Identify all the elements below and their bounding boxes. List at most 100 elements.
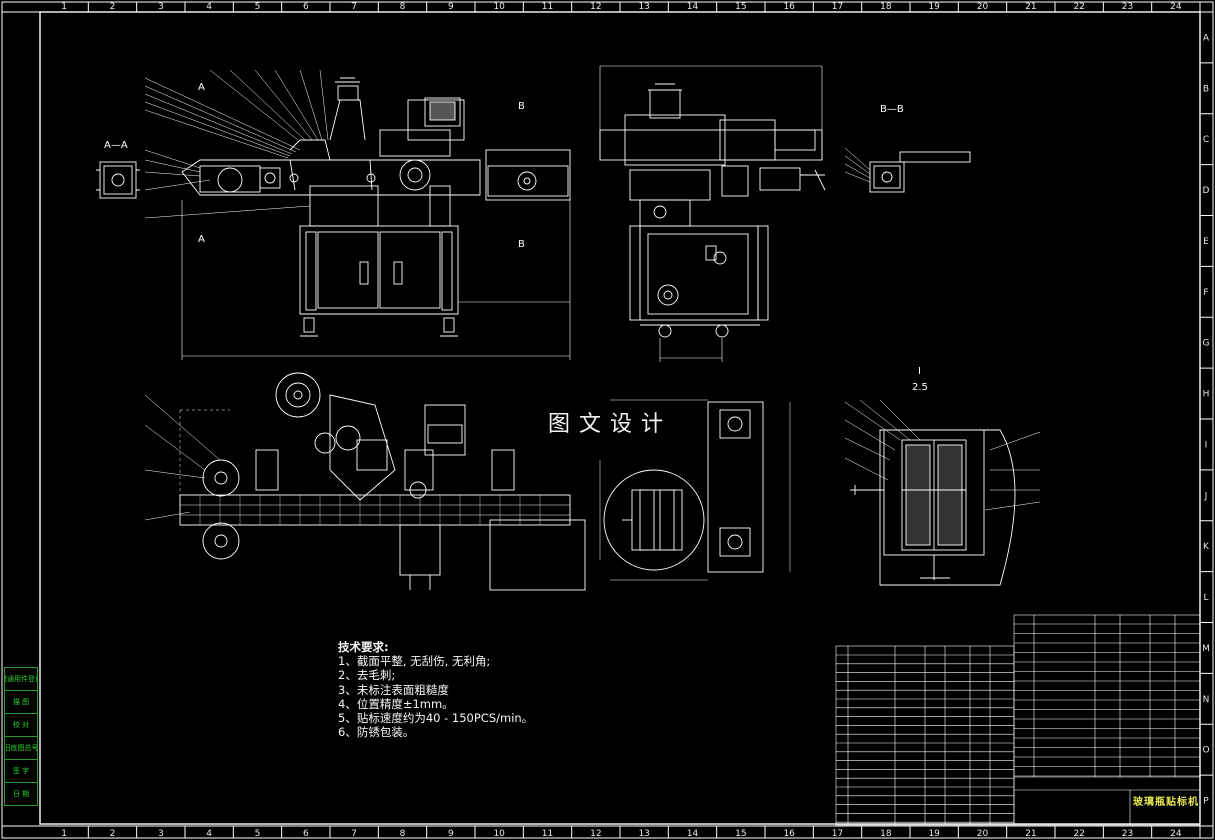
ruler-column-label: 13 (638, 829, 649, 839)
technical-requirements: 技术要求: 1、截面平整, 无刮伤, 无利角; 2、去毛刺; 3、未标注表面粗糙… (338, 640, 533, 739)
ruler-column-label: 13 (638, 2, 649, 12)
ruler-column-label: 2 (110, 2, 116, 12)
detail-label: Ⅰ (918, 366, 921, 377)
detail-view (844, 399, 1041, 586)
ruler-column-label: 8 (400, 2, 406, 12)
ruler-row-label: F (1203, 288, 1208, 298)
ruler-column-label: 19 (928, 829, 940, 839)
ruler-row-label: K (1203, 542, 1210, 552)
section-mark-b-bottom: B (518, 239, 525, 250)
side-cell: 借通用件登记 (4, 667, 38, 691)
ruler-column-label: 3 (158, 829, 164, 839)
tech-req-item: 6、防锈包装。 (338, 725, 415, 740)
ruler-column-label: 1 (61, 829, 67, 839)
ruler-column-label: 12 (590, 829, 601, 839)
ruler-column-label: 15 (735, 2, 746, 12)
ruler-row-label: C (1203, 135, 1209, 145)
ruler-row-label: B (1203, 84, 1209, 94)
ruler-column-label: 8 (400, 829, 406, 839)
ruler-column-label: 10 (493, 829, 505, 839)
ruler-column-label: 16 (783, 829, 795, 839)
plan-view (144, 372, 586, 591)
ruler-column-label: 21 (1025, 829, 1036, 839)
ruler-column-label: 11 (542, 2, 553, 12)
side-cell: 校 对 (4, 713, 38, 737)
ruler-column-label: 20 (977, 829, 989, 839)
section-mark-b-top: B (518, 101, 525, 112)
section-label-aa: A—A (104, 140, 128, 151)
section-aa-view (96, 161, 140, 199)
ruler-column-label: 10 (493, 2, 505, 12)
front-view (144, 69, 571, 360)
tech-req-item: 3、未标注表面粗糙度 (338, 682, 449, 697)
ruler-row-label: L (1203, 593, 1208, 603)
side-cell: 旧底图总号 (4, 736, 38, 760)
ruler-column-label: 15 (735, 829, 746, 839)
side-view (599, 65, 826, 362)
tech-req-title: 技术要求: (338, 640, 389, 654)
ruler-row-label: N (1203, 695, 1210, 705)
section-mark-a-top: A (198, 82, 205, 93)
ruler-row-label: M (1202, 644, 1210, 654)
ruler-column-label: 4 (206, 2, 212, 12)
ruler-column-label: 17 (832, 829, 843, 839)
ruler-column-label: 12 (590, 2, 601, 12)
section-label-bb: B—B (880, 104, 904, 115)
ruler-column-label: 24 (1170, 2, 1182, 12)
watermark-text: 图文设计 (548, 412, 673, 437)
ruler-column-label: 17 (832, 2, 843, 12)
ruler-column-label: 3 (158, 2, 164, 12)
ruler-column-label: 5 (255, 829, 261, 839)
section-mark-a-bottom: A (198, 234, 205, 245)
ruler-rows: A B C D E F G H I J K L M N O P (1200, 33, 1213, 807)
ruler-column-label: 7 (351, 2, 357, 12)
ruler-row-label: I (1205, 440, 1208, 450)
tech-req-item: 4、位置精度±1mm。 (338, 696, 454, 711)
ruler-column-label: 23 (1122, 829, 1133, 839)
ruler-column-label: 7 (351, 829, 357, 839)
tech-req-item: 5、贴标速度约为40 - 150PCS/min。 (338, 711, 534, 726)
ruler-column-label: 16 (783, 2, 795, 12)
ruler-column-label: 11 (542, 829, 553, 839)
ruler-column-label: 22 (1073, 829, 1084, 839)
ruler-column-label: 6 (303, 829, 309, 839)
ruler-row-label: J (1204, 491, 1208, 501)
ruler-column-label: 14 (687, 2, 699, 12)
title-block-name: 玻璃瓶贴标机 (1133, 797, 1199, 808)
ruler-row-label: G (1203, 339, 1210, 349)
section-bb-view (844, 147, 971, 193)
ruler-column-label: 9 (448, 2, 454, 12)
side-cell: 描 图 (4, 690, 38, 714)
ruler-column-label: 1 (61, 2, 67, 12)
ruler-row-label: P (1203, 797, 1209, 807)
ruler-columns: 1122334455667788991010111112121313141415… (61, 2, 1182, 839)
bracket-view (599, 399, 791, 581)
ruler-column-label: 21 (1025, 2, 1036, 12)
tech-req-item: 1、截面平整, 无刮伤, 无利角; (338, 654, 491, 669)
side-cell: 日 期 (4, 782, 38, 806)
ruler-column-label: 2 (110, 829, 116, 839)
ruler-column-label: 5 (255, 2, 261, 12)
ruler-column-label: 19 (928, 2, 940, 12)
ruler-column-label: 18 (880, 829, 892, 839)
ruler-column-label: 23 (1122, 2, 1133, 12)
title-block (835, 614, 1201, 826)
ruler-column-label: 24 (1170, 829, 1182, 839)
ruler-row-label: E (1203, 237, 1209, 247)
ruler-column-label: 14 (687, 829, 699, 839)
ruler-row-label: O (1202, 746, 1209, 756)
ruler-row-label: H (1203, 390, 1210, 400)
revision-side-table: 借通用件登记 描 图 校 对 旧底图总号 签 字 日 期 (4, 667, 38, 806)
ruler-row-label: D (1203, 186, 1210, 196)
ruler-column-label: 9 (448, 829, 454, 839)
ruler-column-label: 22 (1073, 2, 1084, 12)
ruler-column-label: 20 (977, 2, 989, 12)
ruler-column-label: 4 (206, 829, 212, 839)
ruler-column-label: 18 (880, 2, 892, 12)
ruler-row-label: A (1203, 33, 1210, 43)
tech-req-item: 2、去毛刺; (338, 668, 396, 683)
ruler-column-label: 6 (303, 2, 309, 12)
side-cell: 签 字 (4, 759, 38, 783)
